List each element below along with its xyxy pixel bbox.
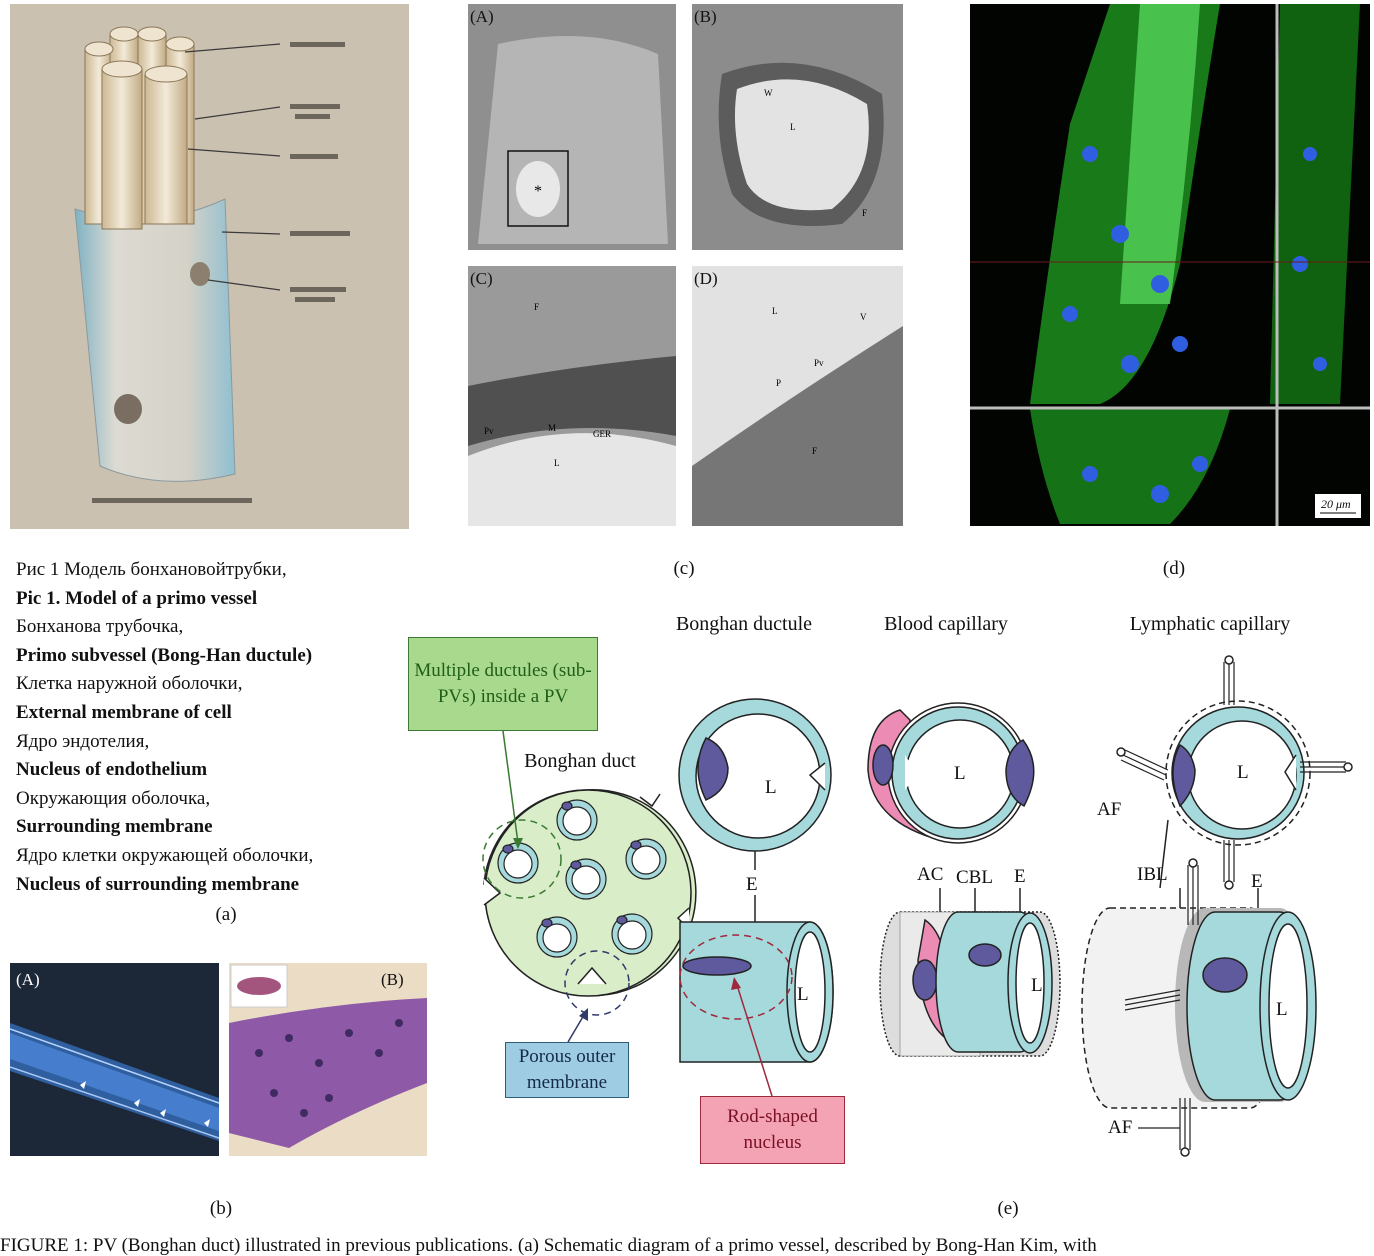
legend-line: Ядро клетки окружающей оболочки, bbox=[16, 844, 314, 866]
panel-a-legend: Рис 1 Модель бонхановойтрубки, Pic 1. Mo… bbox=[16, 556, 416, 899]
label-E: E bbox=[746, 874, 758, 895]
em-p-label: P bbox=[776, 378, 781, 388]
panel-c-b-image: W L F (B) bbox=[692, 4, 903, 250]
panel-a-image bbox=[10, 4, 409, 529]
box-rod-shaped-nucleus: Rod-shaped nucleus bbox=[700, 1096, 845, 1164]
em-w-label: W bbox=[764, 88, 773, 98]
label-L: L bbox=[765, 777, 777, 798]
panel-c-sublabel-c: (C) bbox=[470, 269, 493, 288]
panel-d-caption: (d) bbox=[1162, 558, 1186, 579]
box-porous-membrane: Porous outer membrane bbox=[505, 1042, 629, 1098]
em-l-label: L bbox=[772, 306, 778, 316]
em-star-label: * bbox=[534, 183, 542, 200]
panel-d-image: 20 μm bbox=[970, 4, 1370, 526]
box-multiple-text: Multiple ductules (sub-PVs) inside a PV bbox=[414, 660, 592, 707]
label-CBL: CBL bbox=[956, 867, 993, 888]
blood-capillary-diagram bbox=[867, 702, 1061, 1057]
panel-e-schematic: L E L L AC CBL E L L AF IBL E L AF bbox=[482, 655, 1353, 1157]
heading-bonghan-duct: Bonghan duct bbox=[524, 750, 636, 772]
histology-section-image bbox=[229, 963, 427, 1156]
em-f-label: F bbox=[812, 446, 817, 456]
label-IBL: IBL bbox=[1137, 864, 1168, 885]
panel-c-sublabel-a: (A) bbox=[470, 7, 494, 26]
legend-line: Рис 1 Модель бонхановойтрубки, bbox=[16, 559, 287, 580]
panel-c-sublabel-d: (D) bbox=[694, 269, 718, 288]
em-l-label: L bbox=[790, 122, 796, 132]
panel-b-sublabel-b: (B) bbox=[381, 970, 404, 989]
legend-line: Клетка наружной оболочки, bbox=[16, 673, 243, 695]
legend-line: Pic 1. Model of a primo vessel bbox=[16, 587, 258, 609]
panel-c-a-image: * (A) bbox=[468, 4, 676, 250]
legend-line: Surrounding membrane bbox=[16, 816, 213, 838]
panel-c-caption: (c) bbox=[673, 558, 695, 579]
primo-vessel-model-illustration bbox=[10, 4, 409, 529]
legend-line: External membrane of cell bbox=[16, 701, 232, 723]
panel-c-sublabel-b: (B) bbox=[694, 7, 717, 26]
legend-line: Окружающия оболочка, bbox=[16, 787, 211, 809]
confocal-micrograph bbox=[970, 4, 1370, 526]
label-L: L bbox=[1031, 975, 1043, 996]
em-m-label: M bbox=[548, 423, 556, 433]
em-l-label: L bbox=[554, 458, 560, 468]
label-AF: AF bbox=[1108, 1117, 1132, 1138]
panel-b-b-image: (B) bbox=[229, 963, 427, 1156]
em-micrograph-a: * bbox=[468, 4, 676, 250]
label-AF: AF bbox=[1097, 799, 1121, 820]
em-f-label: F bbox=[534, 302, 539, 312]
lymphatic-capillary-diagram bbox=[1081, 655, 1353, 1157]
scale-bar-label: 20 μm bbox=[1321, 497, 1351, 511]
figure-caption: FIGURE 1: PV (Bonghan duct) illustrated … bbox=[0, 1235, 1097, 1256]
panel-c-c-image: F Pv M GER L (C) bbox=[468, 266, 676, 526]
label-L: L bbox=[1237, 762, 1249, 783]
legend-line: Nucleus of surrounding membrane bbox=[16, 873, 300, 895]
em-pv-label: Pv bbox=[814, 358, 824, 368]
em-ger-label: GER bbox=[593, 429, 611, 439]
box-porous-text: Porous outer membrane bbox=[518, 1046, 616, 1093]
panel-b-a-image: (A) bbox=[10, 963, 219, 1156]
label-E: E bbox=[1014, 866, 1026, 887]
heading-bonghan-ductule: Bonghan ductule bbox=[675, 613, 813, 635]
label-AC: AC bbox=[917, 864, 943, 885]
legend-line: Бонханова трубочка, bbox=[16, 616, 184, 638]
box-rod-text: Rod-shaped nucleus bbox=[727, 1106, 818, 1153]
panel-b-caption: (b) bbox=[209, 1198, 233, 1219]
fluorescent-vessel-image bbox=[10, 963, 219, 1156]
panel-c-d-image: L V Pv P F (D) bbox=[692, 266, 903, 526]
em-f-label: F bbox=[862, 208, 867, 218]
panel-e-caption: (e) bbox=[997, 1198, 1019, 1219]
label-E: E bbox=[1251, 871, 1263, 892]
em-micrograph-d: L V Pv P F bbox=[692, 266, 903, 526]
em-micrograph-c: F Pv M GER L bbox=[468, 266, 676, 526]
legend-line: Primo subvessel (Bong-Han ductule) bbox=[16, 644, 313, 666]
heading-blood-capillary: Blood capillary bbox=[884, 613, 1008, 635]
label-L: L bbox=[954, 763, 966, 784]
label-L: L bbox=[1276, 999, 1288, 1020]
legend-line: Nucleus of endothelium bbox=[16, 759, 208, 781]
panel-e-labels: L E L L AC CBL E L L AF IBL E L AF bbox=[746, 762, 1288, 1138]
panel-b-sublabel-a: (A) bbox=[16, 970, 40, 989]
legend-line: Ядро эндотелия, bbox=[16, 730, 150, 752]
box-multiple-ductules: Multiple ductules (sub-PVs) inside a PV bbox=[408, 637, 598, 731]
em-micrograph-b: W L F bbox=[692, 4, 903, 250]
panel-a-caption: (a) bbox=[215, 904, 237, 925]
heading-lymphatic-capillary: Lymphatic capillary bbox=[1129, 613, 1291, 635]
em-pv-label: Pv bbox=[484, 426, 494, 436]
em-v-label: V bbox=[860, 312, 867, 322]
bonghan-duct-diagram bbox=[482, 730, 697, 1043]
label-L: L bbox=[797, 984, 809, 1005]
bonghan-ductule-diagram bbox=[678, 698, 834, 1097]
